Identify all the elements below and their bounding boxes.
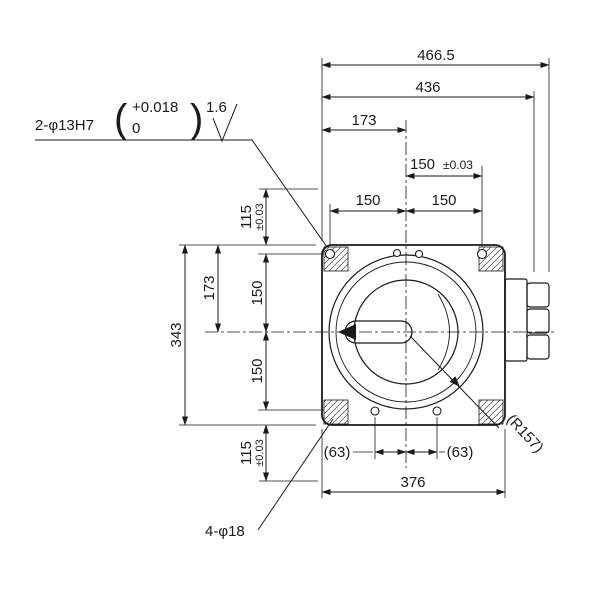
corner-hatch-top-right [478,246,504,272]
connector-block [504,278,550,362]
bottom-holes-label: 4-φ18 [205,523,245,540]
dowel-hole-right [476,248,488,260]
dim-376-label: 376 [400,474,425,491]
dowel-hole-left [324,248,336,260]
dim-150-lower-label: 150 [249,358,266,383]
surface-finish-icon [212,103,238,143]
connector-housing [504,278,528,362]
small-hole-bottom-left [370,406,380,416]
radius-arrowhead [449,376,460,387]
dim-63-right-label: (63) [447,444,474,461]
connector-1 [526,282,550,308]
connector-3 [526,334,550,360]
paren-open: ( [114,97,128,141]
tolerance-lower: 0 [132,120,140,137]
bottom-holes-leader [257,418,334,531]
paren-close: ) [190,97,203,141]
connector-2 [526,308,550,334]
dim-115-bottom-label: 115 [238,441,255,465]
dim-115-top-label: 115 [238,205,255,229]
small-hole-top-1 [392,248,402,258]
hole-spec-label: 2-φ13H7 [35,117,94,134]
dim-173-top-label: 173 [351,112,376,129]
dim-150-left-label: 150 [355,192,380,209]
dim-115-top-tol-label: ±0.03 [254,203,266,230]
dim-150-upper-label: 150 [249,280,266,305]
hole-spec-leader [35,139,328,248]
tolerance-upper: +0.018 [132,99,178,116]
corner-hatch-bottom-left [323,399,349,425]
small-hole-top-2 [414,249,424,259]
dim-466-label: 466.5 [417,47,455,64]
dim-63-left-label: (63) [324,444,351,461]
dim-150tol-label: 150 [410,156,435,173]
roughness-value: 1.6 [206,99,227,116]
dim-436-label: 436 [415,79,440,96]
part-body [321,244,506,426]
dim-150tol-tol-label: ±0.03 [443,158,473,172]
hole-spec-callout: 2-φ13H7 ( +0.018 0 ) 1.6 [35,97,227,141]
radius-label: (R157) [503,411,547,456]
dimension-lines [181,61,550,496]
dim-150-right-label: 150 [431,192,456,209]
small-hole-bottom-right [432,406,442,416]
dim-115-bottom-tol-label: ±0.03 [254,439,266,466]
dim-173-left-label: 173 [201,275,218,300]
dim-343-label: 343 [168,322,185,347]
